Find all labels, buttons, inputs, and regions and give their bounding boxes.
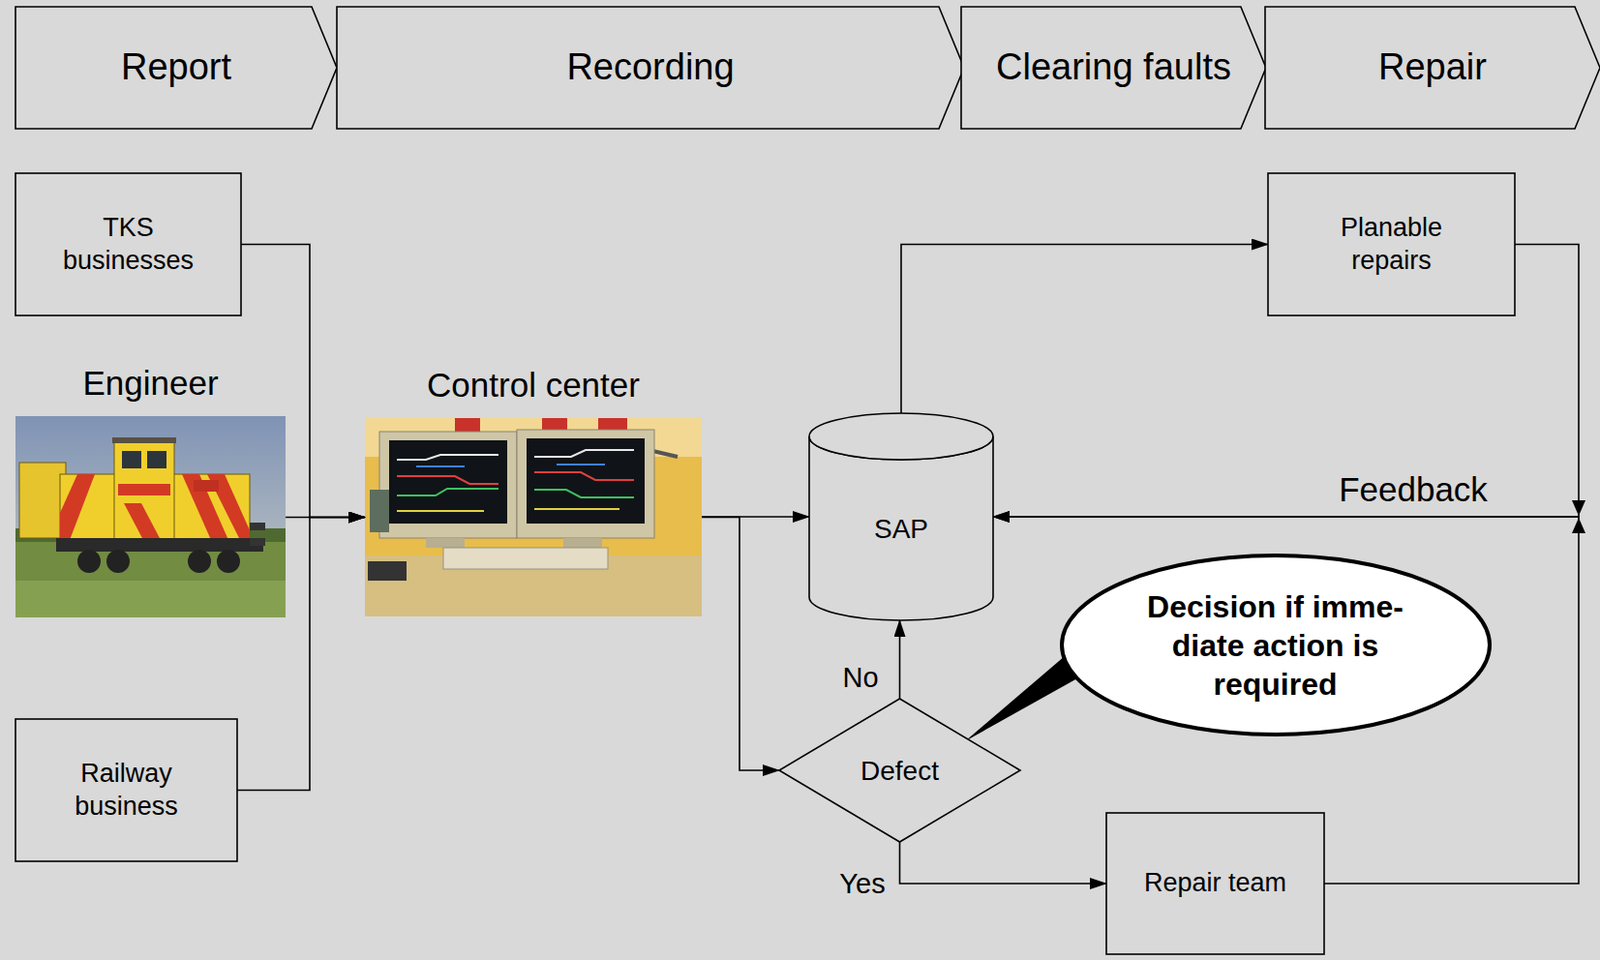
locomotive-photo-part <box>193 480 219 492</box>
database-cylinder: SAP <box>809 413 994 621</box>
decision-diamond: Defect <box>779 698 1021 843</box>
edge-label: Feedback <box>1335 469 1491 511</box>
control-room-photo-part-part <box>416 465 465 468</box>
locomotive-photo-part <box>118 483 171 496</box>
locomotive-photo-part <box>147 451 167 469</box>
phase-band: Repair <box>1265 6 1600 129</box>
control-room-photo-part <box>369 489 390 533</box>
locomotive-photo-part <box>121 451 142 469</box>
diamond-outline <box>779 698 1021 843</box>
control-room-photo-part-part <box>534 508 620 511</box>
source-box: Railway business <box>15 719 238 862</box>
source-box: TKS businesses <box>15 173 242 316</box>
connector <box>241 244 365 518</box>
locomotive-photo <box>15 416 286 618</box>
control-room-photo-part <box>389 440 508 524</box>
locomotive-photo-part <box>112 437 177 444</box>
locomotive-photo-part <box>15 542 286 618</box>
edge-label: Yes <box>836 867 888 902</box>
box-outline <box>1267 173 1515 316</box>
edge-label: No <box>839 661 881 695</box>
source-box-outline <box>15 719 238 862</box>
locomotive-photo-part <box>15 580 286 618</box>
node-label: Report <box>120 44 232 91</box>
connector <box>701 517 780 772</box>
node-label: Decision if imme- diate action is requir… <box>1130 587 1421 704</box>
source-box-outline <box>15 173 242 316</box>
control-room-photo-part <box>443 547 608 570</box>
control-room-photo-part <box>563 538 603 548</box>
phase-band: Report <box>15 6 337 129</box>
control-room-photo-part <box>396 450 634 512</box>
control-room-photo-part-part <box>534 489 634 498</box>
connector <box>237 517 365 791</box>
photo-node-outline <box>364 418 702 617</box>
node-label: Defect <box>860 754 939 788</box>
locomotive-photo-part <box>249 538 266 546</box>
chevron-outline <box>15 6 337 129</box>
photo-node: Control center <box>364 418 702 617</box>
locomotive-photo-part <box>19 462 66 539</box>
control-room-photo-part <box>516 429 655 539</box>
node-heading: Engineer <box>82 362 218 405</box>
chevron-outline <box>961 6 1267 129</box>
phase-band: Recording <box>336 6 965 129</box>
locomotive-photo-part <box>106 549 130 574</box>
locomotive-photo-part <box>15 416 286 618</box>
chevron-outline <box>336 6 965 129</box>
callout-bubble: Decision if imme- diate action is requir… <box>1059 553 1492 737</box>
control-room-photo-part <box>425 538 465 548</box>
box-outline <box>1106 813 1325 955</box>
control-room-photo-part-part <box>396 488 499 496</box>
node-label: SAP <box>874 512 929 546</box>
node-label: Recording <box>566 44 734 91</box>
node-label: Railway business <box>49 757 205 824</box>
node-label: Repair <box>1378 44 1487 91</box>
control-room-photo-part-part <box>556 463 605 466</box>
connector <box>899 620 902 699</box>
cylinder-top <box>809 413 994 460</box>
locomotive-photo-part <box>77 549 101 574</box>
node-label: Planable repairs <box>1314 211 1470 278</box>
box-outline <box>15 173 242 316</box>
box-outline <box>15 719 238 862</box>
locomotive-photo-part <box>114 441 175 541</box>
control-room-photo-part <box>379 431 517 539</box>
node-label: Clearing faults <box>996 44 1232 91</box>
node-label: Repair team <box>1144 867 1287 901</box>
process-box-outline <box>1267 173 1515 316</box>
node-label: TKS businesses <box>51 211 207 278</box>
control-room-photo-part-part <box>396 476 499 484</box>
locomotive-photo-part <box>187 549 212 574</box>
node-heading: Control center <box>426 363 640 407</box>
locomotive-photo-part <box>249 522 266 531</box>
photo-node: Engineer <box>15 416 286 618</box>
control-room-photo-part <box>367 561 407 581</box>
phase-band: Clearing faults <box>961 6 1267 129</box>
connector <box>900 842 1108 884</box>
process-box: Repair team <box>1106 813 1325 955</box>
process-box: Planable repairs <box>1267 173 1515 316</box>
chevron-outline <box>1265 6 1600 129</box>
control-room-photo-part-part <box>534 450 634 457</box>
photo-node-outline <box>15 416 286 618</box>
ellipse-outline <box>1061 555 1490 735</box>
control-room-photo-part-part <box>396 454 499 460</box>
control-room-photo-part <box>526 438 645 524</box>
locomotive-photo-part <box>216 549 241 574</box>
control-room-photo-part <box>364 418 702 617</box>
connector <box>901 244 1268 415</box>
locomotive-photo-part <box>60 474 95 541</box>
control-room-photo-part-part <box>396 510 484 513</box>
control-room-photo-part-part <box>534 472 634 481</box>
locomotive-photo-part <box>56 538 264 552</box>
locomotive-photo-part <box>123 503 161 541</box>
control-room-photo <box>364 418 702 617</box>
cylinder-body <box>809 436 994 621</box>
